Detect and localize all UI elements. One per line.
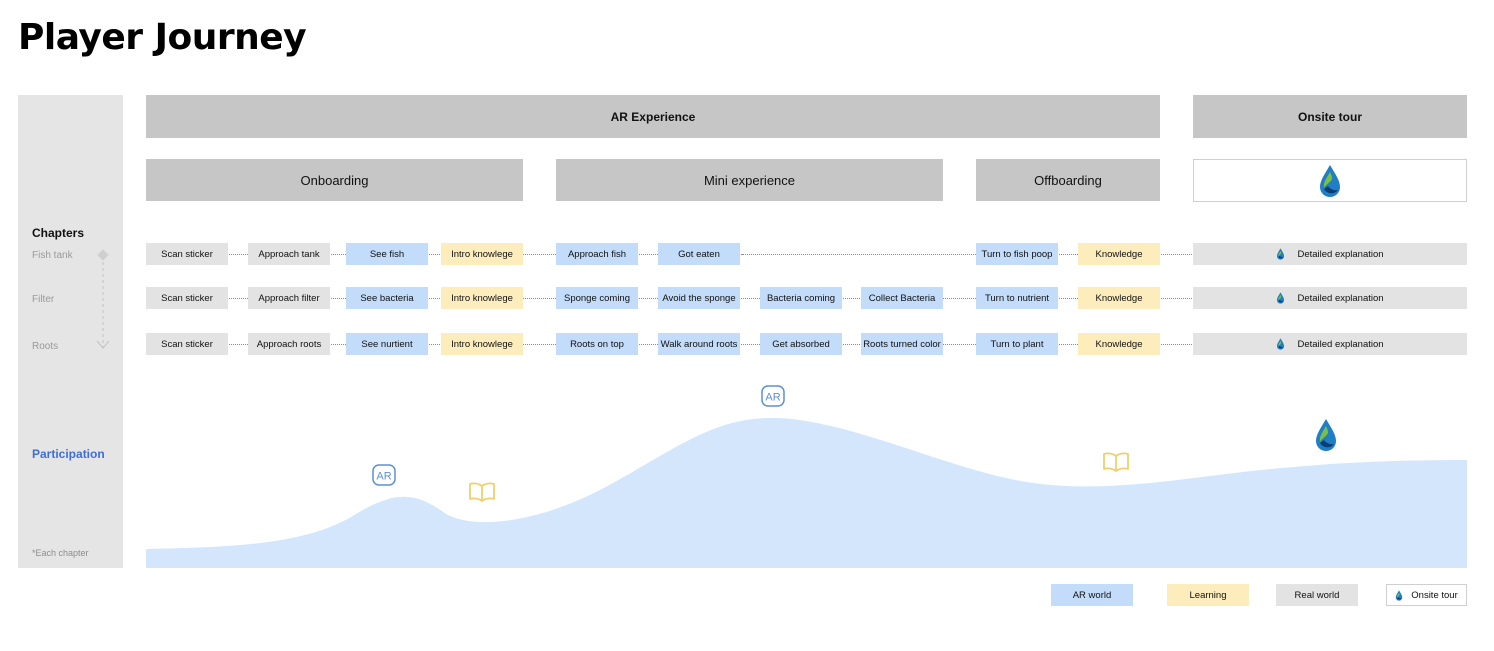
step-walk-around-roots: Walk around roots [658,333,740,355]
legend-onsite-tour: Onsite tour [1386,584,1467,606]
water-drop-logo-icon [1277,338,1285,350]
step-approach-fish: Approach fish [556,243,638,265]
step-roots-on-top: Roots on top [556,333,638,355]
step-see-fish: See fish [346,243,428,265]
step-scan-sticker: Scan sticker [146,287,228,309]
step-knowledge: Knowledge [1078,243,1160,265]
svg-text:AR: AR [376,471,391,483]
step-roots-turned-color: Roots turned color [861,333,943,355]
step-label: Detailed explanation [1297,338,1384,350]
step-turn-to-nutrient: Turn to nutrient [976,287,1058,309]
svg-text:AR: AR [765,392,780,404]
chapters-label: Chapters [32,226,85,240]
step-scan-sticker: Scan sticker [146,243,228,265]
step-bacteria-coming: Bacteria coming [760,287,842,309]
chapter-progress-arrow [96,249,110,349]
step-see-bacteria: See bacteria [346,287,428,309]
footnote: *Each chapter [32,548,89,558]
step-sponge-coming: Sponge coming [556,287,638,309]
water-drop-logo-icon [1316,419,1336,451]
step-intro-knowlege: Intro knowlege [441,333,523,355]
step-collect-bacteria: Collect Bacteria [861,287,943,309]
step-get-absorbed: Get absorbed [760,333,842,355]
step-knowledge: Knowledge [1078,333,1160,355]
legend-learning: Learning [1167,584,1249,606]
legend-ar-world: AR world [1051,584,1133,606]
header-onsite-tour: Onsite tour [1193,95,1467,138]
book-icon [469,482,495,502]
step-approach-roots: Approach roots [248,333,330,355]
step-detailed-explanation: Detailed explanation [1193,333,1467,355]
header-ar-experience: AR Experience [146,95,1160,138]
phase-mini-experience: Mini experience [556,159,943,201]
step-approach-filter: Approach filter [248,287,330,309]
step-turn-to-fish-poop: Turn to fish poop [976,243,1058,265]
participation-label: Participation [32,447,105,461]
phase-onboarding: Onboarding [146,159,523,201]
step-avoid-the-sponge: Avoid the sponge [658,287,740,309]
legend-label: Onsite tour [1411,589,1458,601]
ar-badge-icon: AR [372,464,396,486]
step-see-nurtient: See nurtient [346,333,428,355]
step-detailed-explanation: Detailed explanation [1193,287,1467,309]
step-intro-knowlege: Intro knowlege [441,243,523,265]
page-title: Player Journey [18,17,307,58]
step-intro-knowlege: Intro knowlege [441,287,523,309]
step-turn-to-plant: Turn to plant [976,333,1058,355]
step-approach-tank: Approach tank [248,243,330,265]
onsite-logo-box [1193,159,1467,202]
water-drop-logo-icon [1396,589,1403,601]
step-knowledge: Knowledge [1078,287,1160,309]
sidebar [18,95,123,568]
legend-real-world: Real world [1276,584,1358,606]
row-label-fish-tank: Fish tank [32,250,73,261]
step-got-eaten: Got eaten [658,243,740,265]
phase-offboarding: Offboarding [976,159,1160,201]
row-label-roots: Roots [32,341,59,352]
participation-curve [146,417,1467,568]
diamond-marker [97,249,109,261]
participation-area [146,417,1467,568]
step-label: Detailed explanation [1297,292,1384,304]
water-drop-logo-icon [1277,248,1285,260]
water-drop-logo-icon [1320,164,1340,197]
step-scan-sticker: Scan sticker [146,333,228,355]
step-detailed-explanation: Detailed explanation [1193,243,1467,265]
book-icon [1103,452,1129,472]
step-label: Detailed explanation [1297,248,1384,260]
chevron-down-icon [96,340,110,349]
row-label-filter: Filter [32,294,55,305]
water-drop-logo-icon [1277,292,1285,304]
ar-badge-icon: AR [761,385,785,407]
